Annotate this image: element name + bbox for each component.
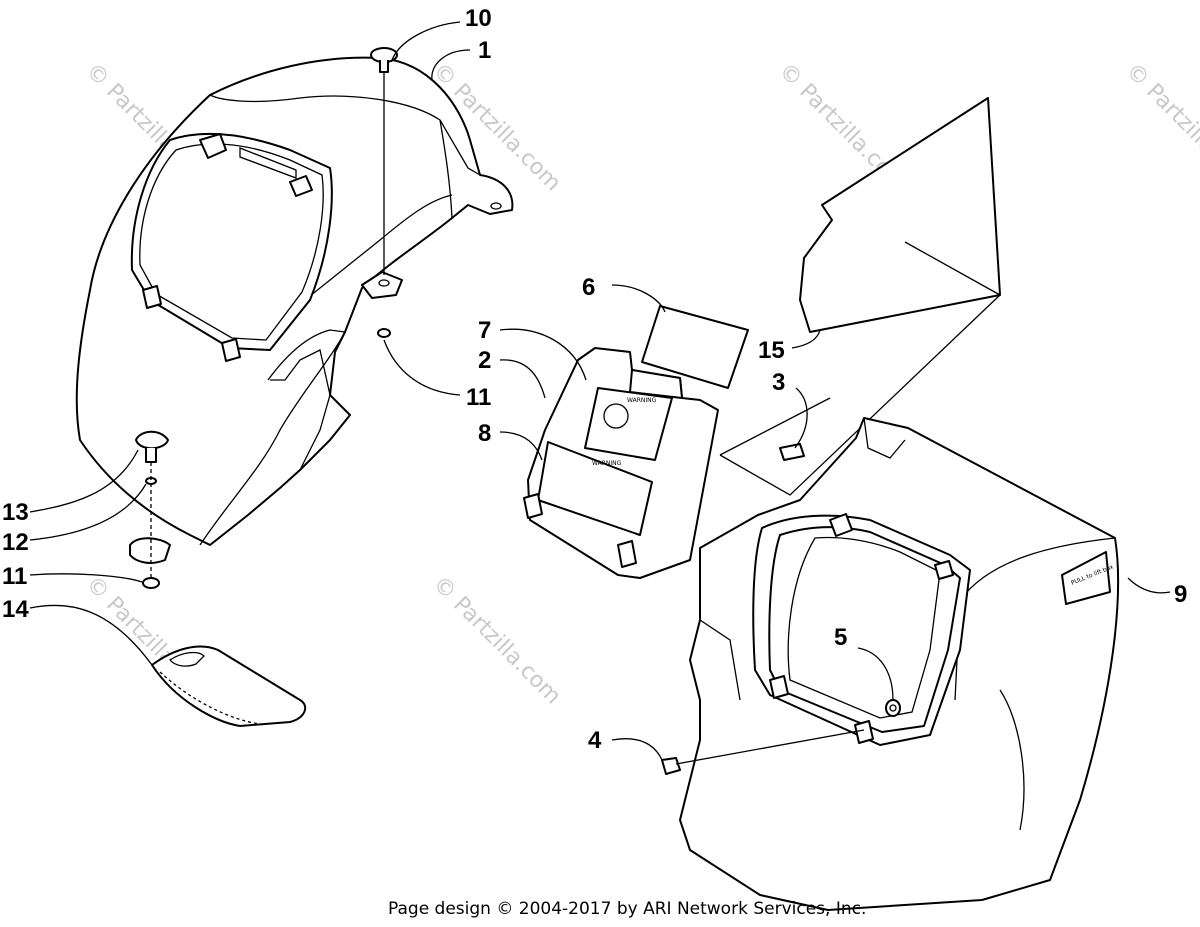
watermark: © Partzilla.com: [428, 572, 566, 710]
clip-part-3: [779, 443, 805, 461]
fastener-stack: [129, 430, 171, 589]
label-part-6: [641, 305, 749, 389]
callout-10: 10: [465, 5, 492, 32]
callout-7: 7: [478, 317, 491, 344]
storage-box: PULL to lift box: [661, 417, 1120, 911]
callout-3: 3: [772, 369, 785, 396]
callout-5: 5: [834, 624, 847, 651]
callout-4: 4: [588, 727, 602, 754]
callout-15: 15: [758, 337, 785, 364]
callout-6: 6: [582, 274, 595, 301]
callout-11-lower: 11: [2, 563, 27, 590]
callout-11-upper: 11: [466, 384, 491, 411]
callout-2: 2: [478, 347, 491, 374]
callouts: 10 1 6 7 2 8 11 15 3 13 12 11 14 9 5 4: [2, 5, 1187, 754]
watermark: © Partzilla.com: [1121, 59, 1200, 197]
warning-decal-large-text: WARNING: [592, 460, 622, 467]
sheet-part-15: [719, 97, 1001, 496]
callout-1: 1: [478, 37, 491, 64]
callout-12: 12: [2, 529, 29, 556]
warning-decal-small-text: WARNING: [627, 397, 657, 404]
callout-9: 9: [1174, 581, 1187, 608]
washer-part-11-upper: [377, 328, 391, 338]
rear-fender-part-1: [75, 56, 514, 546]
pad-part-14: [151, 645, 307, 727]
callout-13: 13: [2, 499, 29, 526]
copyright-footer: Page design © 2004-2017 by ARI Network S…: [388, 899, 867, 919]
callout-14: 14: [2, 596, 29, 623]
rivet-part-10: [370, 47, 398, 275]
leader-lines: [29, 21, 1171, 761]
lid-part-2: WARNING WARNING: [523, 347, 719, 579]
callout-8: 8: [478, 420, 491, 447]
